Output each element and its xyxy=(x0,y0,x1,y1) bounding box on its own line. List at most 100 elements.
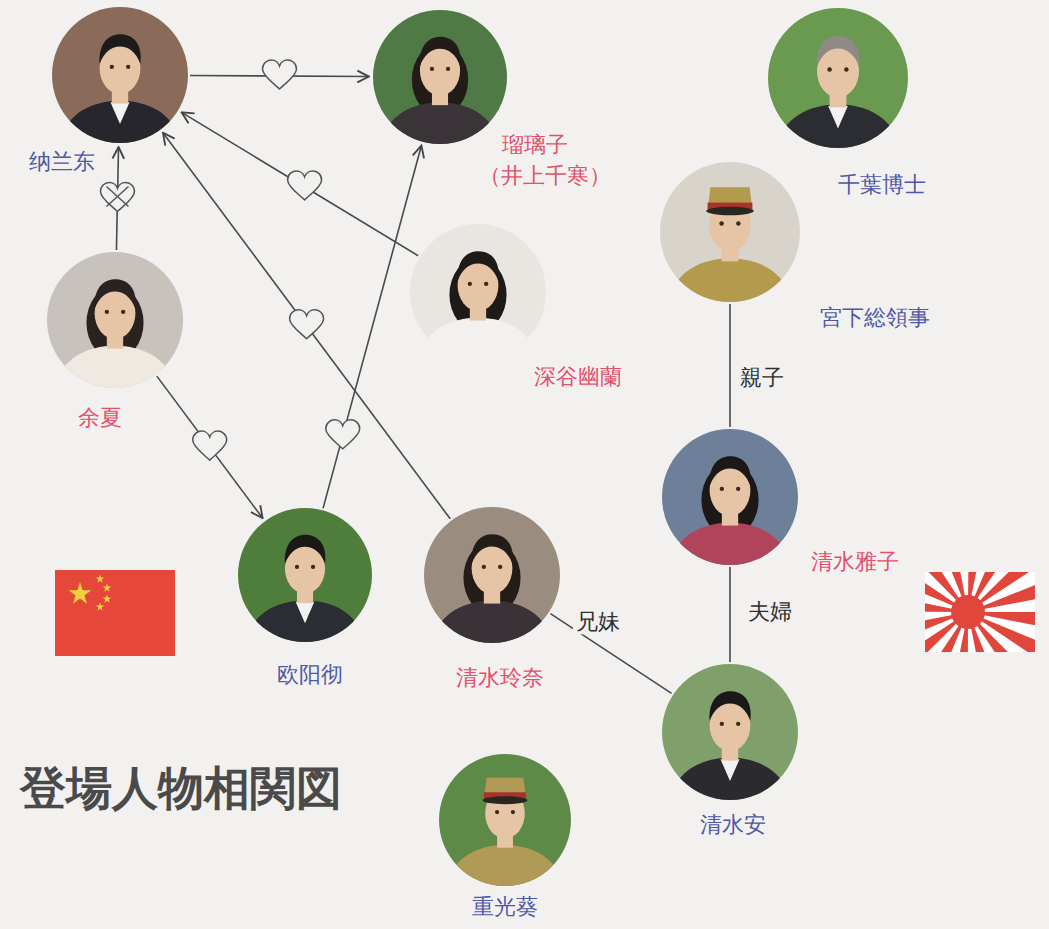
portrait-eye xyxy=(295,565,299,569)
portrait-eye xyxy=(720,487,724,491)
portrait-eye xyxy=(446,67,450,71)
portrait xyxy=(238,508,372,642)
portrait-body xyxy=(55,346,175,388)
character-name: 清水安 xyxy=(698,812,768,837)
diagram-title: 登場人物相関図 xyxy=(20,763,342,814)
character-node: 瑠璃子（井上千寒） xyxy=(373,10,507,144)
portrait-ground xyxy=(373,10,507,144)
portrait xyxy=(373,10,507,144)
portrait xyxy=(52,7,188,143)
portrait-eye xyxy=(736,722,740,726)
portrait-ground xyxy=(768,8,908,148)
heart-symbol xyxy=(263,60,297,89)
portrait-collar xyxy=(110,102,129,124)
portrait-hair xyxy=(95,279,136,309)
heart-symbol xyxy=(290,310,324,339)
heart-outline xyxy=(100,182,134,211)
portrait xyxy=(768,8,908,148)
character-name: 欧阳彻 xyxy=(275,662,345,687)
flag-field xyxy=(55,570,175,656)
portrait-eye xyxy=(105,310,109,314)
character-node: 深谷幽蘭 xyxy=(410,224,546,360)
portrait xyxy=(662,664,798,800)
flag-sun xyxy=(951,595,985,629)
portrait-body xyxy=(418,318,538,360)
portrait-ground xyxy=(238,508,372,642)
flag-star xyxy=(96,602,105,610)
character-node: 重光葵 xyxy=(439,754,571,886)
portrait-ground xyxy=(52,7,188,143)
portrait-cap-brim xyxy=(483,796,528,804)
portrait-hair xyxy=(100,34,141,64)
portrait-body xyxy=(670,758,790,800)
character-node: 宮下総領事 xyxy=(660,162,800,302)
portrait-body xyxy=(432,601,552,643)
character-name: 清水玲奈 xyxy=(454,665,546,690)
portrait-eye xyxy=(736,487,740,491)
flag-star xyxy=(103,594,112,602)
character-name: 千葉博士 xyxy=(836,172,928,197)
portrait-eye xyxy=(511,810,515,814)
relation-line xyxy=(157,376,263,518)
portrait-collar xyxy=(296,602,315,623)
portrait-eye xyxy=(736,221,740,225)
character-name: （井上千寒） xyxy=(477,163,613,188)
portrait-eye xyxy=(468,282,472,286)
portrait-hair xyxy=(472,534,513,564)
heart-symbol xyxy=(193,431,227,460)
heart-outline xyxy=(193,431,227,460)
portrait-eye xyxy=(844,67,848,71)
portrait xyxy=(47,252,183,388)
heart-outline xyxy=(263,60,297,89)
portrait-eye xyxy=(827,67,831,71)
portrait xyxy=(439,754,571,886)
flag-star xyxy=(96,574,105,582)
character-node: 欧阳彻 xyxy=(238,508,372,642)
portrait-body xyxy=(668,259,791,302)
heart-cross xyxy=(106,186,128,206)
portrait-body xyxy=(670,523,790,565)
portrait-cap xyxy=(708,187,753,209)
relation-line xyxy=(182,112,419,255)
character-name: 宮下総領事 xyxy=(818,305,932,330)
portrait-ground xyxy=(660,162,800,302)
flag-rays xyxy=(925,572,1028,652)
portrait-hair xyxy=(710,456,751,486)
relation-label: 親子 xyxy=(737,365,787,390)
character-name: 重光葵 xyxy=(470,894,540,919)
portrait-hair xyxy=(285,535,326,564)
portrait-eye xyxy=(126,65,130,69)
heart-outline xyxy=(326,420,360,449)
character-name: 纳兰东 xyxy=(27,149,97,174)
portrait-hair xyxy=(458,251,499,281)
character-node: 纳兰东 xyxy=(52,7,188,143)
heart-symbol xyxy=(100,182,134,211)
portrait-eye xyxy=(484,282,488,286)
portrait-ground xyxy=(662,664,798,800)
portrait xyxy=(424,507,560,643)
character-node: 清水雅子 xyxy=(662,429,798,565)
china-flag xyxy=(55,570,175,656)
character-node: 清水安 xyxy=(662,664,798,800)
portrait xyxy=(660,162,800,302)
portrait-eye xyxy=(498,565,502,569)
portrait-hair xyxy=(817,36,859,67)
portrait-ground xyxy=(47,252,183,388)
relation-label: 夫婦 xyxy=(745,599,795,624)
portrait-body xyxy=(60,101,180,143)
relation-line xyxy=(323,146,421,509)
portrait-eye xyxy=(430,67,434,71)
portrait-cap-brim xyxy=(706,207,754,215)
character-node: 清水玲奈 xyxy=(424,507,560,643)
character-name: 清水雅子 xyxy=(809,549,901,574)
portrait-eye xyxy=(495,810,499,814)
portrait-hair xyxy=(420,37,461,66)
portrait-eye xyxy=(311,565,315,569)
portrait xyxy=(410,224,546,360)
heart-symbol xyxy=(326,420,360,449)
portrait-ground xyxy=(439,754,571,886)
character-name: 余夏 xyxy=(76,405,124,430)
portrait-collar xyxy=(720,759,739,781)
portrait-body xyxy=(776,105,899,148)
